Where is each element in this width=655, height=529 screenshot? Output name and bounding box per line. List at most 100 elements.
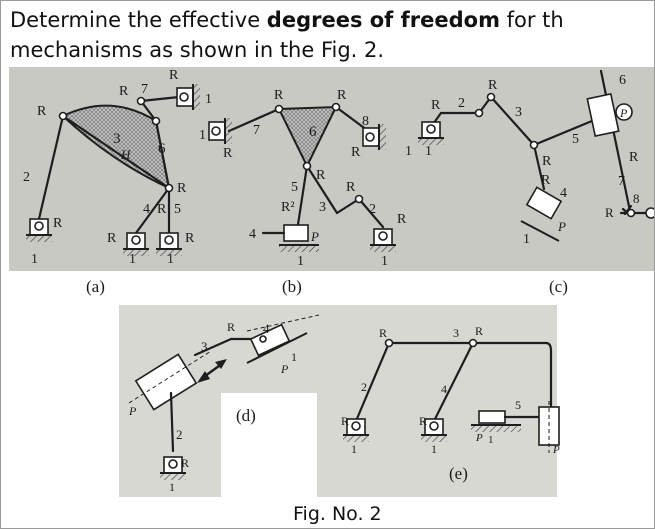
joint-c1 (529, 140, 539, 150)
label-a-R2: R (53, 216, 63, 231)
label-b-3: 3 (319, 200, 326, 215)
label-b-R4: R (351, 145, 361, 160)
ground-b1 (208, 117, 233, 145)
label-c-8: 8 (633, 191, 640, 206)
question-text: Determine the effective degrees of freed… (10, 5, 654, 65)
link-2 (354, 341, 391, 423)
label-e-2: 2 (361, 380, 367, 394)
label-e-1c: 1 (431, 442, 437, 456)
link-3 (305, 164, 339, 215)
label-a-5: 5 (174, 202, 181, 217)
label-b-1c: 1 (297, 254, 304, 269)
label-d-3: 3 (201, 339, 208, 354)
label-c-7: 7 (618, 174, 625, 189)
link-7 (139, 95, 181, 103)
label-b-2: 2 (369, 202, 376, 217)
label-c-R2: R (488, 78, 498, 93)
slider-e1 (478, 410, 506, 424)
joint-d1 (259, 335, 267, 343)
label-d-2: 2 (176, 427, 183, 442)
label-b-6: 6 (309, 124, 317, 140)
link-6 (154, 119, 171, 190)
label-b-1: 1 (199, 128, 206, 143)
link-3b (335, 197, 361, 215)
slider-d-small (249, 323, 291, 357)
ground-b3 (369, 228, 397, 253)
link-2 (37, 114, 65, 221)
link-4 (532, 143, 546, 191)
label-a-R3: R (119, 84, 129, 99)
label-a-7: 7 (141, 82, 148, 97)
label-c-1b: 1 (523, 232, 530, 247)
arrow-d-head1 (197, 371, 210, 383)
panel-label-c: (c) (549, 277, 568, 296)
joint-b2 (331, 102, 341, 112)
label-d-4: 4 (263, 321, 270, 336)
guide-e-hatch (471, 426, 521, 432)
label-c-R5: R (629, 150, 639, 165)
label-c-R4: R (541, 173, 551, 188)
guide-d (246, 332, 308, 364)
label-a-R5: R (177, 181, 187, 196)
label-a-2: 2 (23, 170, 30, 185)
top-photo-background (9, 67, 654, 271)
label-d-P1: P (280, 362, 289, 376)
label-b-1d: 1 (381, 254, 388, 269)
joint-a2 (151, 116, 161, 126)
link-4 (134, 186, 171, 235)
label-e-P2: P (552, 444, 560, 456)
label-d-1: 1 (291, 350, 297, 364)
link-2 (357, 197, 385, 229)
question-suffix: for th (499, 8, 564, 32)
joint-a3 (164, 183, 174, 193)
label-c-R6: R (605, 205, 614, 220)
ground-a1 (25, 218, 53, 243)
slider-d-large (134, 353, 198, 411)
question-bold: degrees of freedom (266, 8, 500, 32)
label-e-5: 5 (515, 398, 521, 412)
label-d-R2: R (181, 456, 189, 470)
question-line2: mechanisms as shown in the Fig. 2. (10, 38, 385, 62)
label-d-P2: P (128, 404, 137, 418)
label-e-R3: R (341, 414, 349, 428)
link-5 (295, 164, 309, 233)
axis-d (128, 350, 212, 404)
joint-b1 (274, 104, 284, 114)
label-d-R1: R (227, 320, 235, 334)
label-c-1: 1 (425, 144, 432, 159)
figure-caption: Fig. No. 2 (293, 503, 382, 525)
slider-c (586, 92, 620, 138)
label-e-3: 3 (453, 326, 459, 340)
label-e-4: 4 (441, 382, 447, 396)
label-a-6: 6 (158, 141, 166, 157)
joint-c2 (486, 92, 496, 102)
label-b-R2: R (274, 88, 284, 103)
label-b-R3: R (337, 88, 347, 103)
joint-e1 (384, 338, 394, 348)
label-c-5: 5 (572, 132, 579, 147)
label-b-R5: R (316, 168, 326, 183)
mechanism-e: R 3 R 2 4 R R 5 P 1 P 1 1 (341, 324, 560, 456)
label-c-P1: P (557, 219, 566, 234)
label-c-2: 2 (458, 96, 465, 111)
joint-c5 (645, 207, 654, 219)
joint-a1 (58, 111, 68, 121)
ground-c1 (417, 121, 445, 146)
slider-b (283, 224, 309, 242)
ground-a4 (176, 83, 201, 111)
label-c-R3: R (542, 154, 552, 169)
panel-label-e: (e) (449, 464, 468, 483)
bottom-photo-background (119, 305, 557, 497)
label-b-P: P (310, 229, 319, 244)
label-c-3: 3 (515, 105, 522, 120)
label-b-1b: 1 (405, 144, 412, 159)
arrow-d-head2 (215, 359, 227, 369)
label-e-1b: 1 (351, 442, 357, 456)
link-3 (193, 337, 233, 357)
label-a-H: H (120, 147, 131, 162)
link-4 (432, 341, 475, 423)
panel-label-b: (b) (282, 277, 302, 296)
label-b-7: 7 (253, 123, 260, 138)
